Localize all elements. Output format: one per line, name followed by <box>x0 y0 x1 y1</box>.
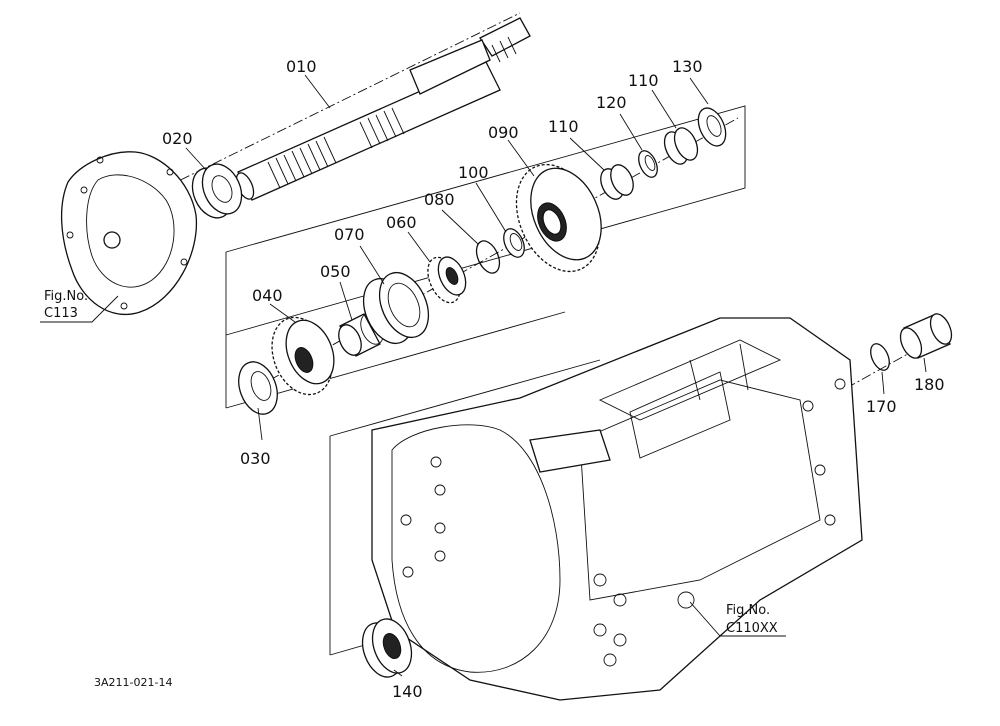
label-030: 030 <box>240 449 271 468</box>
label-090: 090 <box>488 123 519 142</box>
bushing-180[interactable] <box>896 311 955 362</box>
collar-120[interactable] <box>635 148 661 180</box>
label-060: 060 <box>386 213 417 232</box>
reference-c113-line1: Fig.No. <box>44 289 88 304</box>
bearing-110-second[interactable] <box>660 124 702 167</box>
main-shaft[interactable] <box>233 17 531 202</box>
center-line-gear-train <box>269 117 739 381</box>
center-line-upper-shaft <box>147 12 521 197</box>
snap-ring-080[interactable] <box>472 237 504 276</box>
reference-c110xx: Fig.No. C110XX <box>689 601 786 637</box>
document-id: 3A211-021-14 <box>94 676 172 689</box>
synchronizer-hub-060[interactable] <box>421 252 471 307</box>
gear-040[interactable] <box>261 308 343 403</box>
label-110-second: 110 <box>628 71 659 90</box>
label-110-first: 110 <box>548 117 579 136</box>
label-130: 130 <box>672 57 703 76</box>
label-010: 010 <box>286 57 317 76</box>
thrust-washer-130[interactable] <box>693 104 731 150</box>
label-080: 080 <box>424 190 455 209</box>
leader-lines <box>185 74 927 677</box>
oil-seal-140[interactable] <box>356 614 419 683</box>
reference-c113-line2: C113 <box>44 306 78 321</box>
bearing-110-first[interactable] <box>596 161 637 202</box>
label-040: 040 <box>252 286 283 305</box>
label-140: 140 <box>392 682 423 701</box>
label-070: 070 <box>334 225 365 244</box>
label-050: 050 <box>320 262 351 281</box>
needle-bearing-050[interactable] <box>334 310 387 358</box>
label-020: 020 <box>162 129 193 148</box>
gear-090[interactable] <box>501 151 616 284</box>
label-180: 180 <box>914 375 945 394</box>
reference-c110xx-line2: C110XX <box>726 621 778 636</box>
shift-sleeve-070[interactable] <box>354 265 438 351</box>
transmission-case-c110xx <box>371 317 863 701</box>
reference-c113: Fig.No. C113 <box>40 289 119 323</box>
label-100: 100 <box>458 163 489 182</box>
reference-c110xx-line1: Fig.No. <box>726 603 770 618</box>
part-labels: 010 020 030 040 050 060 070 080 090 100 … <box>162 57 945 701</box>
collar-100[interactable] <box>500 226 529 261</box>
ball-bearing-020[interactable] <box>185 158 249 224</box>
thrust-washer-030[interactable] <box>232 356 284 419</box>
label-170: 170 <box>866 397 897 416</box>
front-housing-c113 <box>60 151 198 316</box>
label-120: 120 <box>596 93 627 112</box>
snap-ring-170[interactable] <box>867 341 893 373</box>
assembly-frame-upper <box>225 105 746 409</box>
